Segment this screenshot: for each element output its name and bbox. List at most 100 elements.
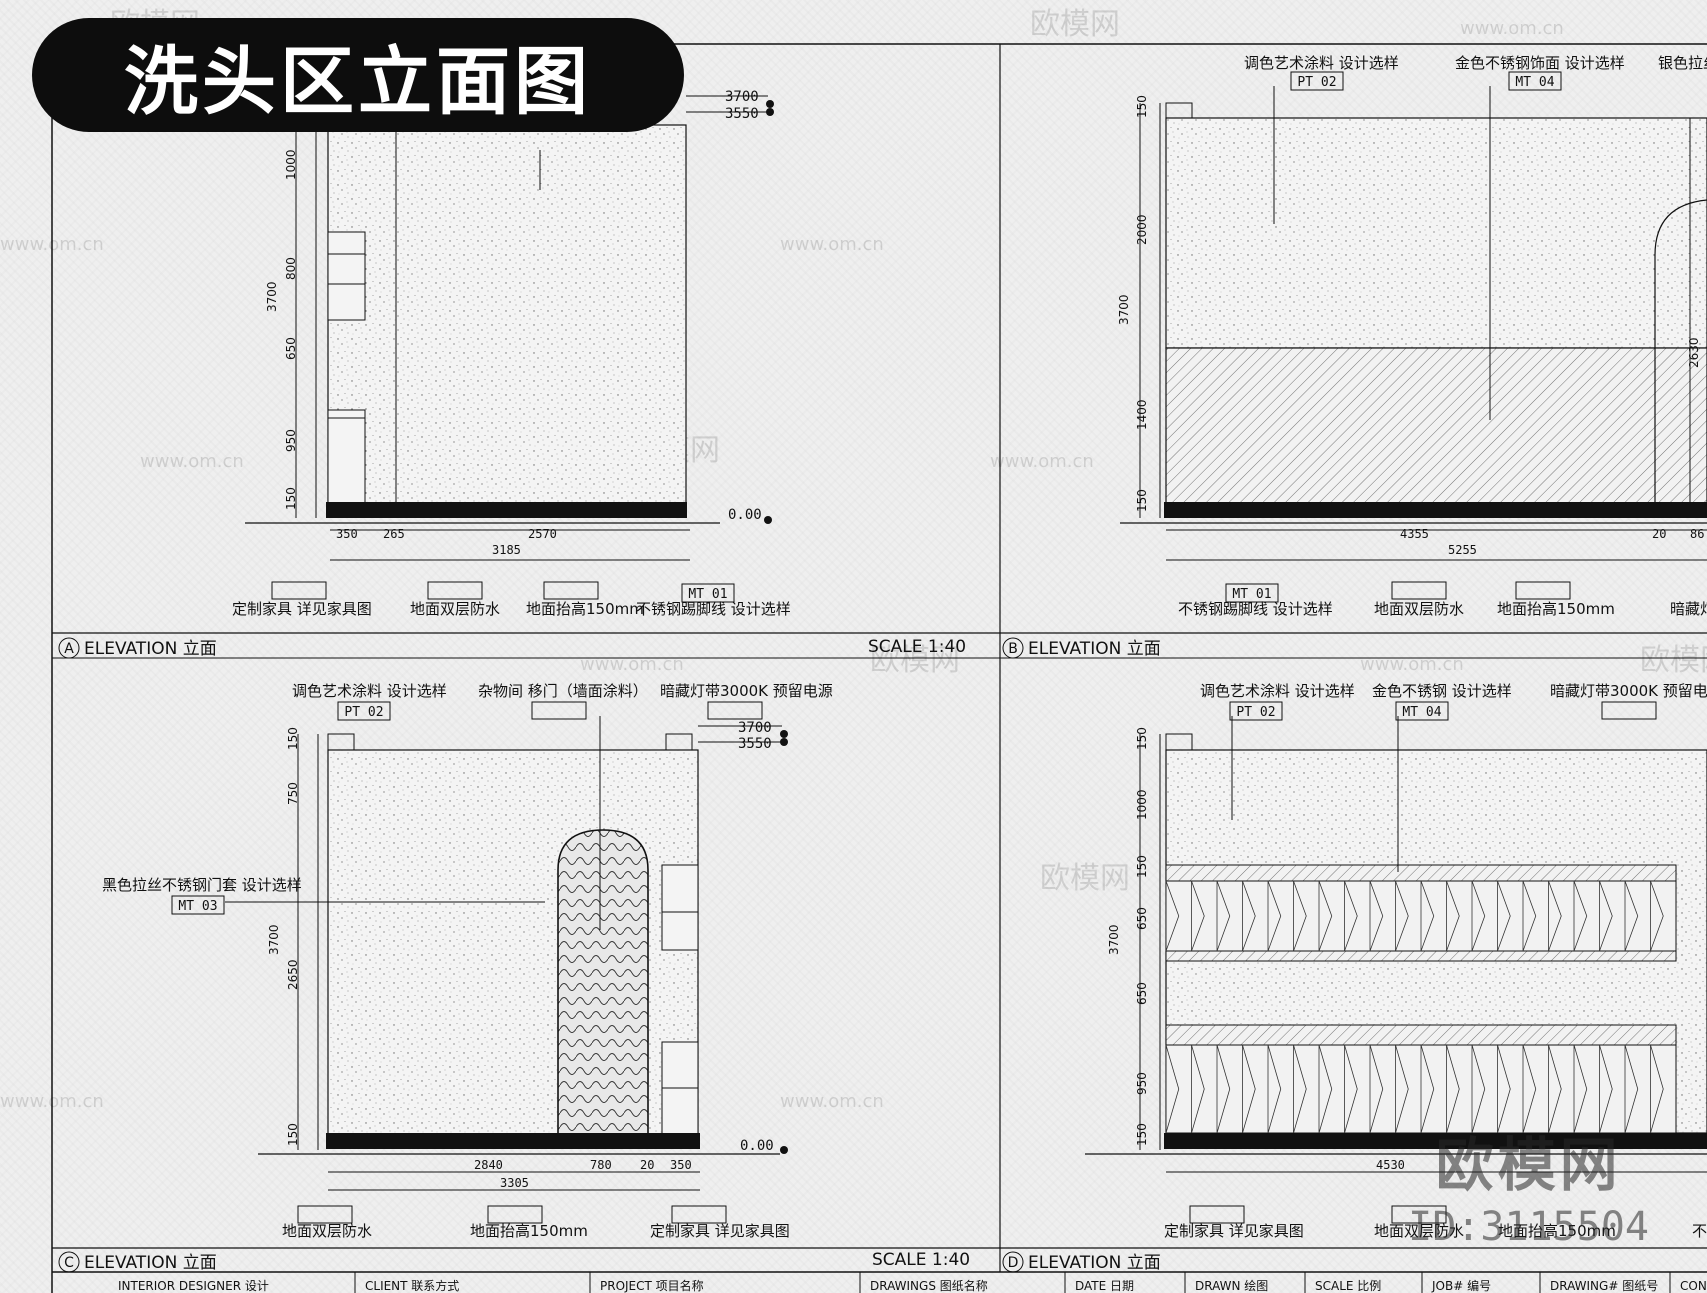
material-tag-box bbox=[1229, 701, 1283, 721]
cabinet-door bbox=[1548, 1044, 1562, 1134]
panel-label: ELEVATION 立面 bbox=[84, 639, 217, 659]
vertical-dimension: 150 bbox=[1135, 95, 1149, 118]
cabinet-door bbox=[1293, 880, 1307, 952]
title-block-cell: DATE 日期 bbox=[1075, 1279, 1134, 1293]
cabinet-door bbox=[1191, 880, 1205, 952]
material-callout: 地面抬高150mm bbox=[1498, 1222, 1616, 1240]
material-tag: MT 04 bbox=[1515, 75, 1554, 90]
callout-tag-box bbox=[271, 581, 327, 600]
panel-letter-circle bbox=[1002, 1251, 1024, 1273]
vertical-dimension: 650 bbox=[284, 337, 298, 360]
material-callout: 金色不锈钢 设计选样 bbox=[1372, 682, 1512, 700]
cabinet-door bbox=[1318, 1044, 1333, 1134]
cabinet-door bbox=[1242, 880, 1256, 952]
material-tag-box bbox=[337, 701, 391, 721]
material-callout: 地面双层防水 bbox=[1374, 1222, 1464, 1240]
material-tag: PT 02 bbox=[1297, 75, 1336, 90]
material-callout: 不 bbox=[1692, 1222, 1707, 1240]
cabinet-door bbox=[1573, 1044, 1588, 1134]
watermark-brand-text: 欧模网 bbox=[1030, 7, 1120, 42]
watermark-id: ID:3115504 bbox=[1408, 1204, 1649, 1250]
cabinet-door bbox=[1624, 880, 1639, 952]
callout-tag-box bbox=[1601, 701, 1657, 720]
callout-tag-box bbox=[1391, 1205, 1447, 1224]
level-mark: 0.00 bbox=[740, 1138, 774, 1154]
material-tag-box bbox=[1225, 583, 1279, 603]
title-block-cell: INTERIOR DESIGNER 设计 bbox=[118, 1279, 269, 1293]
vertical-dimension: 650 bbox=[1135, 982, 1149, 1005]
title-block-cell: DRAWN 绘图 bbox=[1195, 1278, 1268, 1293]
panel-letter-circle bbox=[58, 1251, 80, 1273]
vertical-dimension: 2650 bbox=[286, 959, 300, 990]
vertical-dimension: 3700 bbox=[267, 924, 281, 955]
callout-tag-box bbox=[707, 701, 763, 720]
horizontal-dimension: 780 bbox=[590, 1158, 612, 1172]
panel-letter: C bbox=[64, 1255, 74, 1271]
cabinet-door bbox=[1650, 1044, 1664, 1134]
material-tag: PT 02 bbox=[1236, 705, 1275, 720]
cabinet-door bbox=[1599, 1044, 1613, 1134]
cabinet-door bbox=[1267, 880, 1282, 952]
vertical-dimension: 150 bbox=[1135, 1123, 1149, 1146]
cabinet-door bbox=[1242, 1044, 1256, 1134]
cabinet-door bbox=[1216, 1044, 1231, 1134]
material-callout: 调色艺术涂料 设计选样 bbox=[1200, 682, 1355, 700]
cabinet-door bbox=[1165, 880, 1180, 952]
panel-scale: SCALE 1:40 bbox=[872, 1250, 970, 1270]
level-mark: 3700 bbox=[738, 720, 772, 736]
horizontal-dimension: 2570 bbox=[528, 527, 557, 541]
watermark-site-text: www.om.cn bbox=[140, 451, 244, 472]
horizontal-dimension: 3185 bbox=[492, 543, 521, 557]
watermark-brand-name: 欧模网 bbox=[1435, 1131, 1622, 1199]
callout-tag-box bbox=[1189, 1205, 1245, 1224]
cabinet-door bbox=[1420, 1044, 1435, 1134]
material-callout: 调色艺术涂料 设计选样 bbox=[1244, 54, 1399, 72]
panel-letter: D bbox=[1008, 1255, 1019, 1271]
vertical-dimension: 150 bbox=[286, 727, 300, 750]
material-callout: 暗藏灯 bbox=[1670, 600, 1707, 618]
horizontal-dimension: 4530 bbox=[1376, 1158, 1405, 1172]
material-callout: 地面抬高150mm bbox=[526, 600, 644, 618]
cabinet-door bbox=[1624, 1044, 1639, 1134]
cabinet-door bbox=[1318, 880, 1333, 952]
vertical-dimension: 950 bbox=[1135, 1072, 1149, 1095]
cabinet-door bbox=[1471, 880, 1486, 952]
title-block-cell: DRAWINGS 图纸名称 bbox=[870, 1278, 988, 1293]
cabinet-door bbox=[1573, 880, 1588, 952]
callout-tag-box bbox=[531, 701, 587, 720]
panel-letter: A bbox=[64, 641, 74, 657]
material-tag-box bbox=[1290, 71, 1344, 91]
material-tag-box bbox=[171, 895, 225, 915]
material-tag: MT 04 bbox=[1402, 705, 1441, 720]
level-mark: 3550 bbox=[738, 736, 772, 752]
vertical-dimension: 2000 bbox=[1135, 214, 1149, 245]
vertical-dimension: 150 bbox=[284, 487, 298, 510]
horizontal-dimension: 20 bbox=[640, 1158, 654, 1172]
material-callout: 定制家具 详见家具图 bbox=[650, 1222, 790, 1240]
vertical-dimension: 1000 bbox=[284, 149, 298, 180]
watermark-site-text: www.om.cn bbox=[1360, 654, 1464, 675]
panel-label: ELEVATION 立面 bbox=[1028, 1253, 1161, 1273]
title-block-cell: SCALE 比例 bbox=[1315, 1279, 1381, 1293]
vertical-dimension: 150 bbox=[1135, 855, 1149, 878]
panel-letter-circle bbox=[1002, 637, 1024, 659]
cabinet-door bbox=[1522, 880, 1537, 952]
level-mark: 0.00 bbox=[728, 507, 762, 523]
horizontal-dimension: 4355 bbox=[1400, 527, 1429, 541]
cabinet-door bbox=[1650, 880, 1664, 952]
material-callout: 黑色拉丝不锈钢门套 设计选样 bbox=[102, 876, 302, 894]
cabinet-door bbox=[1497, 1044, 1511, 1134]
cabinet-door bbox=[1446, 1044, 1460, 1134]
vertical-dimension: 750 bbox=[286, 782, 300, 805]
cabinet-door bbox=[1395, 880, 1409, 952]
material-tag-box bbox=[681, 583, 735, 603]
watermark-site-text: www.om.cn bbox=[990, 451, 1094, 472]
cabinet-door bbox=[1420, 880, 1435, 952]
watermark-site-text: www.om.cn bbox=[1460, 18, 1564, 39]
watermark-site-text: www.om.cn bbox=[580, 654, 684, 675]
vertical-dimension: 3700 bbox=[1107, 924, 1121, 955]
material-tag: MT 01 bbox=[1232, 587, 1271, 602]
material-callout: 银色拉丝 bbox=[1658, 54, 1707, 72]
vertical-dimension: 150 bbox=[1135, 727, 1149, 750]
vertical-dimension: 3700 bbox=[265, 281, 279, 312]
